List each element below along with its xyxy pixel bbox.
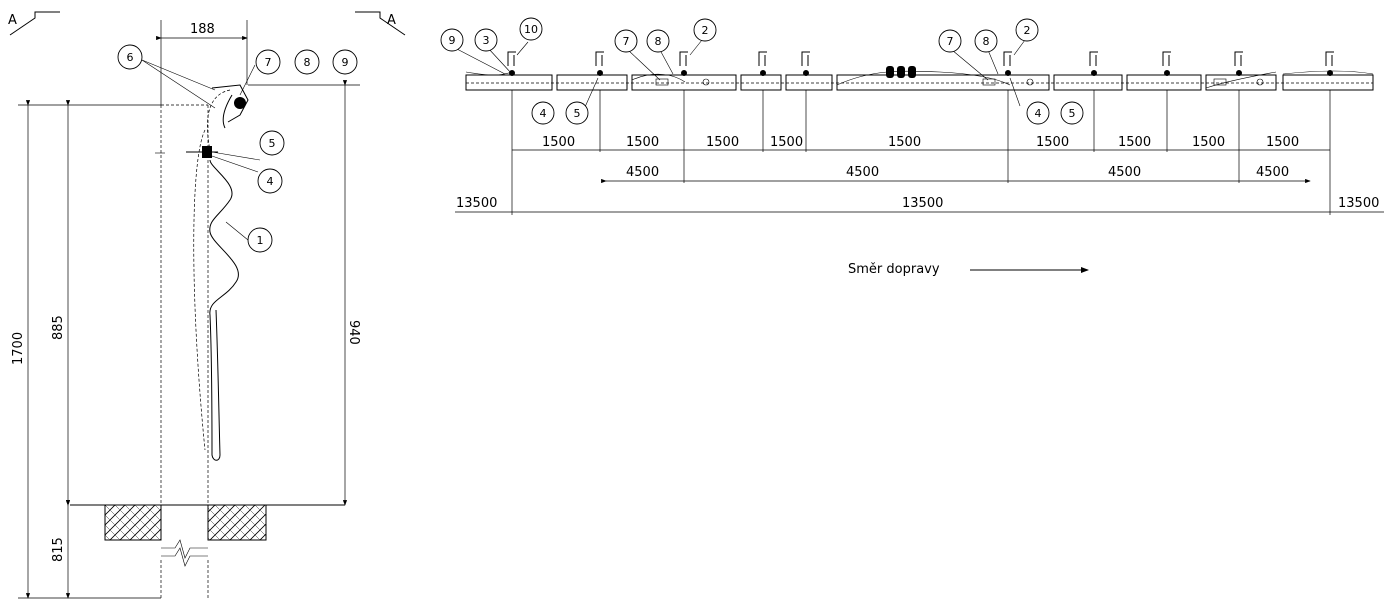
direction-indicator: Směr dopravy [848, 262, 1089, 277]
svg-text:4500: 4500 [626, 165, 659, 180]
balloon-5: 5 [259, 130, 285, 156]
svg-text:4500: 4500 [1108, 165, 1141, 180]
svg-text:13500: 13500 [902, 196, 943, 211]
row2-dims: 4500 4500 4500 4500 [626, 165, 1289, 180]
svg-text:5: 5 [269, 137, 276, 150]
posts [507, 51, 1334, 76]
balloon-8: 8 [294, 49, 320, 75]
svg-text:1500: 1500 [1118, 135, 1151, 150]
svg-text:8: 8 [304, 56, 311, 69]
balloon-4-b: 4 [1026, 101, 1050, 125]
balloon-8-a: 8 [646, 29, 670, 53]
balloon-5-a: 5 [565, 101, 589, 125]
svg-text:1500: 1500 [770, 135, 803, 150]
svg-text:1500: 1500 [626, 135, 659, 150]
plan-view: 1500 1500 1500 1500 1500 1500 1500 1500 … [440, 17, 1384, 215]
dim-815: 815 [51, 537, 66, 562]
section-mark-left-label: A [8, 13, 17, 28]
svg-text:1500: 1500 [706, 135, 739, 150]
svg-text:6: 6 [127, 51, 134, 64]
svg-text:1500: 1500 [542, 135, 575, 150]
svg-text:1500: 1500 [888, 135, 921, 150]
balloon-9-plan: 9 [440, 28, 464, 52]
balloon-2-b: 2 [1015, 18, 1039, 42]
dim-1700: 1700 [11, 332, 26, 365]
svg-text:1500: 1500 [1192, 135, 1225, 150]
dim-188: 188 [190, 22, 215, 37]
balloon-10: 10 [519, 17, 543, 41]
balloon-7-b: 7 [938, 29, 962, 53]
balloon-3: 3 [474, 28, 498, 52]
balloon-7-a: 7 [614, 29, 638, 53]
svg-text:7: 7 [947, 35, 954, 48]
svg-text:1500: 1500 [1036, 135, 1069, 150]
balloon-6: 6 [117, 44, 143, 70]
svg-text:13500: 13500 [1338, 196, 1379, 211]
balloon-8-b: 8 [974, 29, 998, 53]
svg-text:13500: 13500 [456, 196, 497, 211]
balloon-5-b: 5 [1060, 101, 1084, 125]
dim-885: 885 [51, 315, 66, 340]
svg-text:4: 4 [1035, 107, 1042, 120]
svg-text:4: 4 [540, 107, 547, 120]
svg-text:8: 8 [983, 35, 990, 48]
balloon-1: 1 [247, 227, 273, 253]
section-mark-left: A [8, 11, 60, 36]
ground-right [207, 504, 267, 541]
svg-text:5: 5 [1069, 107, 1076, 120]
splice-bolts [886, 66, 916, 78]
ground-left [104, 504, 162, 541]
balloon-4: 4 [257, 168, 283, 194]
svg-text:9: 9 [449, 34, 456, 47]
row1-dims: 1500 1500 1500 1500 1500 1500 1500 1500 … [542, 135, 1299, 150]
svg-text:3: 3 [483, 34, 490, 47]
svg-text:4: 4 [267, 175, 274, 188]
balloon-9: 9 [332, 49, 358, 75]
svg-text:2: 2 [702, 24, 709, 37]
svg-text:8: 8 [655, 35, 662, 48]
bolt-4 [202, 146, 212, 158]
svg-text:9: 9 [342, 56, 349, 69]
svg-text:7: 7 [623, 35, 630, 48]
balloon-2-a: 2 [693, 18, 717, 42]
svg-text:1500: 1500 [1266, 135, 1299, 150]
svg-text:4500: 4500 [1256, 165, 1289, 180]
svg-text:4500: 4500 [846, 165, 879, 180]
direction-label: Směr dopravy [848, 262, 940, 277]
section-mark-right: A [355, 11, 406, 36]
dim-940: 940 [346, 320, 361, 345]
row3-dims: 13500 13500 13500 [456, 196, 1379, 211]
side-view: 188 1700 885 815 940 6 7 8 9 5 4 1 [11, 20, 361, 599]
balloon-4-a: 4 [531, 101, 555, 125]
section-mark-right-label: A [387, 13, 396, 28]
svg-text:1: 1 [257, 234, 264, 247]
svg-text:5: 5 [574, 107, 581, 120]
balloon-7: 7 [255, 49, 281, 75]
svg-text:2: 2 [1024, 24, 1031, 37]
svg-text:7: 7 [265, 56, 272, 69]
svg-text:10: 10 [524, 23, 538, 36]
